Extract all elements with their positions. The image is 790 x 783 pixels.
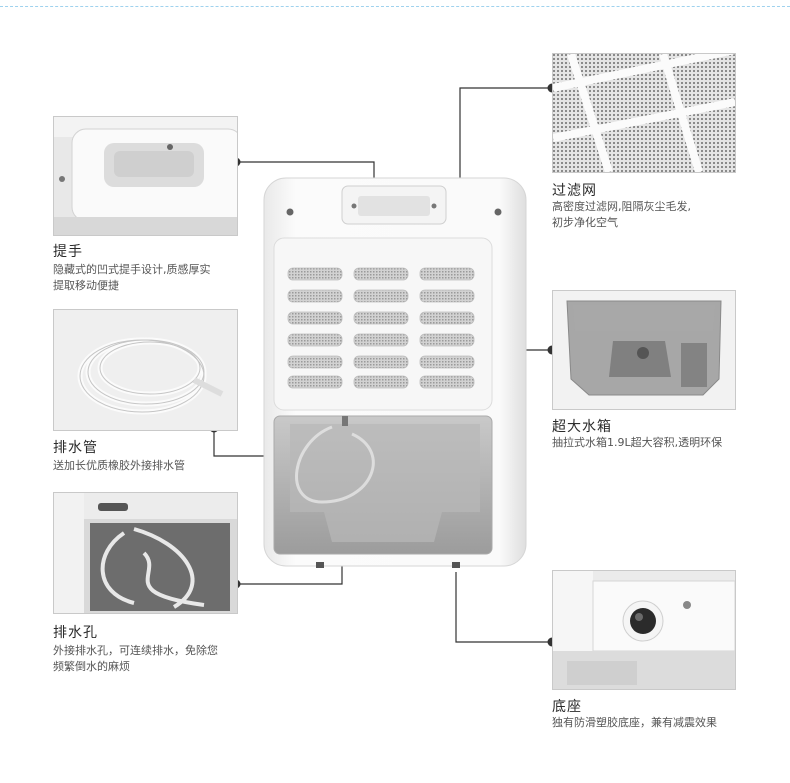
dehumidifier-back-view	[262, 172, 528, 570]
drain-hole-title: 排水孔	[53, 625, 98, 641]
base-photo	[552, 570, 736, 690]
drain-hose-photo	[53, 309, 238, 431]
tank-title: 超大水箱	[552, 419, 612, 435]
filter-desc-line-2: 初步净化空气	[552, 216, 618, 229]
base-desc: 独有防滑塑胶底座，兼有减震效果	[552, 715, 772, 731]
top-dashed-divider	[0, 6, 790, 7]
base-desc-line-1: 独有防滑塑胶底座，兼有减震效果	[552, 716, 717, 729]
tank-photo	[552, 290, 736, 410]
drain-hole-photo	[53, 492, 238, 614]
drain-hole-desc-line-2: 频繁倒水的麻烦	[53, 660, 130, 673]
tank-desc: 抽拉式水箱1.9L超大容积,透明环保	[552, 435, 772, 451]
handle-desc-line-1: 隐藏式的凹式提手设计,质感厚实	[53, 263, 211, 276]
handle-title: 提手	[53, 244, 83, 260]
filter-desc: 高密度过滤网,阻隔灰尘毛发, 初步净化空气	[552, 199, 752, 231]
handle-photo	[53, 116, 238, 236]
filter-title: 过滤网	[552, 183, 597, 199]
filter-photo	[552, 53, 736, 173]
drain-hose-desc-line-1: 送加长优质橡胶外接排水管	[53, 459, 185, 472]
handle-desc: 隐藏式的凹式提手设计,质感厚实 提取移动便捷	[53, 262, 243, 294]
drain-hose-desc: 送加长优质橡胶外接排水管	[53, 458, 253, 474]
filter-desc-line-1: 高密度过滤网,阻隔灰尘毛发,	[552, 200, 691, 213]
drain-hole-desc-line-1: 外接排水孔，可连续排水，免除您	[53, 644, 218, 657]
drain-hole-desc: 外接排水孔，可连续排水，免除您 频繁倒水的麻烦	[53, 643, 253, 675]
base-title: 底座	[552, 699, 582, 715]
handle-desc-line-2: 提取移动便捷	[53, 279, 119, 292]
tank-desc-line-1: 抽拉式水箱1.9L超大容积,透明环保	[552, 436, 723, 449]
drain-hose-title: 排水管	[53, 440, 98, 456]
